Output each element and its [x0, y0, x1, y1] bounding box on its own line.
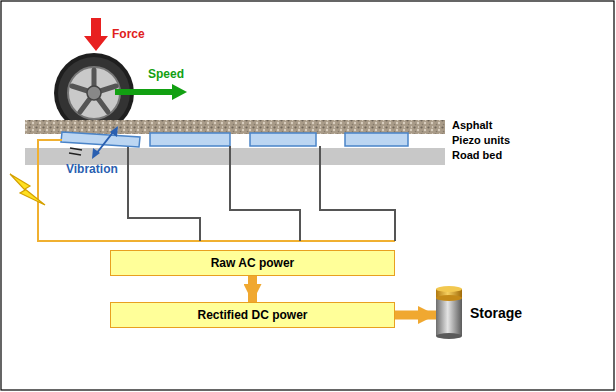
- vibration-marks: [69, 148, 82, 155]
- part-label: Piezo units: [452, 134, 510, 146]
- piezo-units: [61, 132, 408, 147]
- process-box: Raw AC power: [110, 250, 395, 276]
- vibration-arrow: [92, 126, 118, 159]
- asphalt-layer: [25, 120, 445, 134]
- speed-arrow: [115, 84, 187, 100]
- part-label: Road bed: [452, 149, 502, 161]
- node-text: Rectified DC power: [197, 308, 307, 322]
- process-box: Rectified DC power: [110, 302, 395, 328]
- part-label: Force: [112, 27, 145, 41]
- flow-arrow: [395, 311, 436, 320]
- node-text: Raw AC power: [211, 256, 295, 270]
- part-label: Vibration: [66, 162, 118, 176]
- storage-node: Storage: [436, 288, 522, 338]
- part-label: Asphalt: [452, 119, 492, 131]
- orange-wire: [38, 140, 395, 241]
- node-text: Storage: [470, 305, 522, 321]
- force-arrow: [84, 18, 108, 51]
- gray-wires: [128, 146, 395, 241]
- part-label: Speed: [148, 67, 184, 81]
- battery-icon: [436, 286, 462, 339]
- lightning-bolt: [10, 174, 45, 205]
- flow-arrow: [248, 276, 257, 302]
